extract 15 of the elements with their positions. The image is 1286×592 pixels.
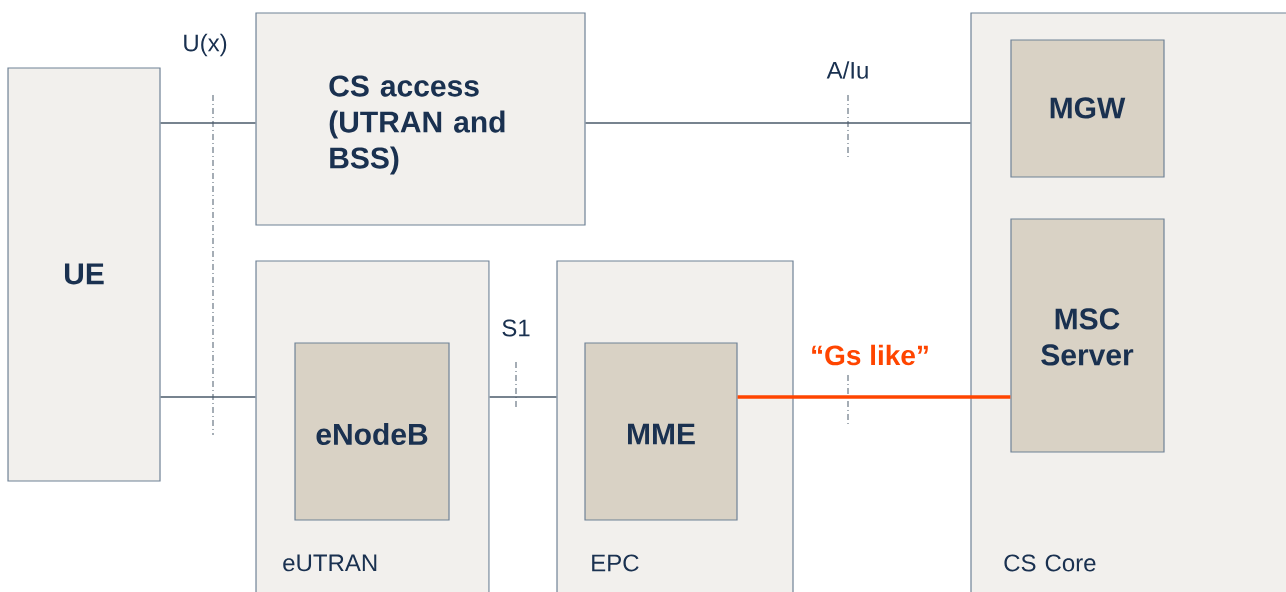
edge-label: S1 — [500, 318, 532, 338]
component-box: MGW — [1010, 39, 1165, 178]
connector-line — [159, 396, 257, 398]
interface-label: U(x) — [184, 33, 227, 57]
component-box: eNodeB — [294, 342, 450, 521]
connector-line — [584, 122, 972, 124]
edge-label: “Gs like” — [809, 343, 931, 367]
component-box: MME — [584, 342, 738, 521]
entity-box: UE — [7, 67, 161, 482]
component-box: MSC Server — [1010, 218, 1165, 453]
connector-line — [159, 122, 257, 124]
entity-box: CS access (UTRAN and BSS) — [255, 12, 586, 226]
connector-line — [488, 396, 558, 398]
connector-line — [737, 395, 1011, 399]
edge-label: A/Iu — [825, 60, 871, 80]
